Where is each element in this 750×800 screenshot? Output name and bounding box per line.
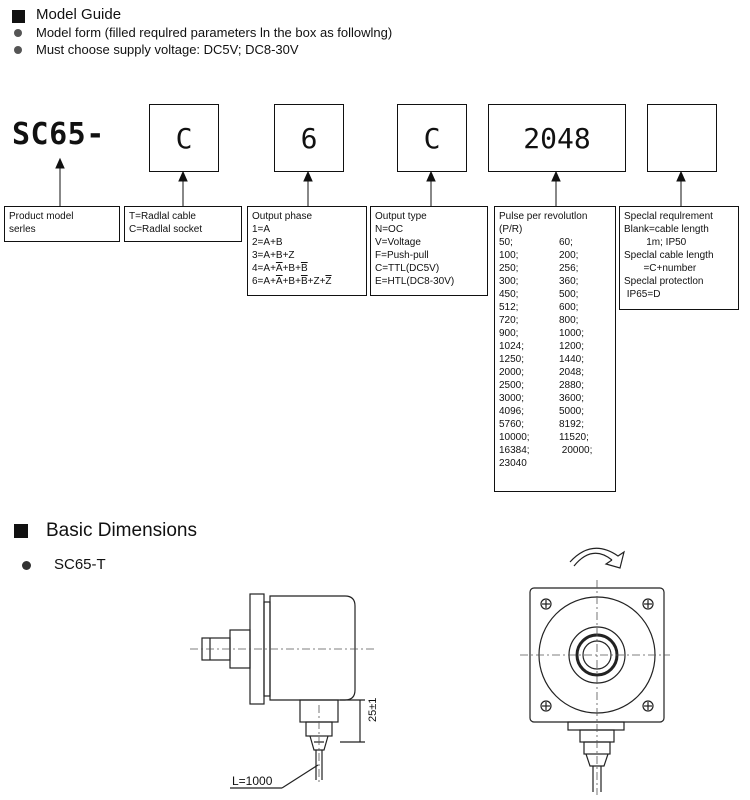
desc-line: 1m; IP50: [624, 237, 687, 248]
section-marker-icon: [14, 524, 28, 538]
bullet-icon: [14, 29, 22, 37]
desc-line-phase-4: 4=A+A+B+B: [252, 263, 308, 274]
desc-line: Output phase: [252, 211, 313, 222]
pulse-value: 20000;: [559, 445, 593, 456]
pulse-value: 1200;: [559, 341, 585, 352]
desc-line: Product model: [9, 211, 74, 222]
pulse-value: 5760;: [499, 419, 525, 430]
pulse-value: 50;: [499, 237, 513, 248]
pulse-value: 100;: [499, 250, 519, 261]
desc-pulse-per-revolution: Pulse per revolutlon (P/R) 50; 60; 100; 200…: [494, 206, 616, 492]
pulse-value: 800;: [559, 315, 579, 326]
pulse-value: 600;: [559, 302, 579, 313]
desc-product-model: Product model serles: [4, 206, 120, 242]
pulse-value: 3600;: [559, 393, 585, 404]
model-guide-bullet-2: Must choose supply voltage: DC5V; DC8-30…: [36, 42, 299, 57]
code-box-phase: 6: [274, 104, 344, 172]
pulse-value: 200;: [559, 250, 579, 261]
pulse-value: 2880;: [559, 380, 585, 391]
pulse-value: 1024;: [499, 341, 525, 352]
desc-line: 1=A: [252, 224, 271, 235]
desc-output-phase: Output phase 1=A 2=A+B 3=A+B+Z 4=A+A+B+B…: [247, 206, 367, 296]
code-box-output-type: C: [397, 104, 467, 172]
pulse-value: 720;: [499, 315, 519, 326]
desc-line: Pulse per revolutlon: [499, 211, 588, 222]
desc-special-requirement: Speclal requlrement Blank=cable length 1…: [619, 206, 739, 310]
pulse-value: 300;: [499, 276, 519, 287]
pulse-value: 2000;: [499, 367, 525, 378]
model-code-prefix: SC65-: [12, 117, 105, 152]
pulse-value: 256;: [559, 263, 579, 274]
desc-line: N=OC: [375, 224, 404, 235]
desc-line: E=HTL(DC8-30V): [375, 276, 455, 287]
pulse-value: [559, 457, 619, 470]
model-guide-bullet-1: Model form (filled requlred parameters l…: [36, 25, 393, 40]
pulse-value: 1440;: [559, 354, 585, 365]
pulse-value: 360;: [559, 276, 579, 287]
pulse-value: 3000;: [499, 393, 525, 404]
desc-line: Blank=cable length: [624, 224, 709, 235]
pulse-value: 11520;: [559, 432, 589, 443]
pulse-value: 450;: [499, 289, 519, 300]
dimension-model-label: SC65-T: [54, 556, 106, 573]
side-view-drawing: [190, 593, 375, 789]
desc-line: F=Push-pull: [375, 250, 429, 261]
pulse-value: 16384;: [499, 445, 530, 456]
pulse-value: 2048;: [559, 367, 585, 378]
desc-line: Speclal cable length: [624, 250, 714, 261]
desc-line: 3=A+B+Z: [252, 250, 295, 261]
connector-arrows: [55, 157, 686, 206]
pulse-value: 10000;: [499, 432, 530, 443]
desc-line: Speclal protectlon: [624, 276, 704, 287]
desc-line: =C+number: [624, 263, 697, 274]
model-guide-title: Model Guide: [36, 6, 122, 23]
pulse-value: 23040: [499, 458, 527, 469]
pulse-value: 900;: [499, 328, 519, 339]
bullet-icon: [22, 561, 31, 570]
pulse-values-grid: 50; 60; 100; 200; 250; 256; 300; 360; 450; 500; 51…: [499, 236, 611, 470]
dimension-25: 25±1: [367, 697, 379, 722]
desc-line: serles: [9, 224, 36, 235]
pulse-value: 512;: [499, 302, 519, 313]
desc-line: Output type: [375, 211, 427, 222]
desc-line: Speclal requlrement: [624, 211, 713, 222]
code-box-cable: C: [149, 104, 219, 172]
code-box-pulse: 2048: [488, 104, 626, 172]
desc-output-type: Output type N=OC V=Voltage F=Push-pull C…: [370, 206, 488, 296]
desc-line: (P/R): [499, 224, 523, 235]
pulse-value: 8192;: [559, 419, 585, 430]
pulse-value: 250;: [499, 263, 519, 274]
pulse-value: 1000;: [559, 328, 585, 339]
desc-line: V=Voltage: [375, 237, 421, 248]
section-marker-icon: [12, 10, 25, 23]
pulse-value: 4096;: [499, 406, 525, 417]
desc-line: C=TTL(DC5V): [375, 263, 440, 274]
pulse-value: 500;: [559, 289, 579, 300]
code-box-special: [647, 104, 717, 172]
desc-cable: T=Radlal cable C=Radlal socket: [124, 206, 242, 242]
basic-dimensions-title: Basic Dimensions: [46, 520, 197, 541]
desc-line: IP65=D: [624, 289, 661, 300]
pulse-value: 1250;: [499, 354, 525, 365]
pulse-value: 2500;: [499, 380, 525, 391]
front-view-drawing: [520, 547, 670, 795]
bullet-icon: [14, 46, 22, 54]
desc-line: T=Radlal cable: [129, 211, 196, 222]
cable-length-label: L=1000: [232, 774, 273, 788]
desc-line: C=Radlal socket: [129, 224, 203, 235]
pulse-value: 60;: [559, 237, 573, 248]
desc-line-phase-6: 6=A+A+B+B+Z+Z: [252, 276, 332, 287]
desc-line: 2=A+B: [252, 237, 283, 248]
pulse-value: 5000;: [559, 406, 585, 417]
